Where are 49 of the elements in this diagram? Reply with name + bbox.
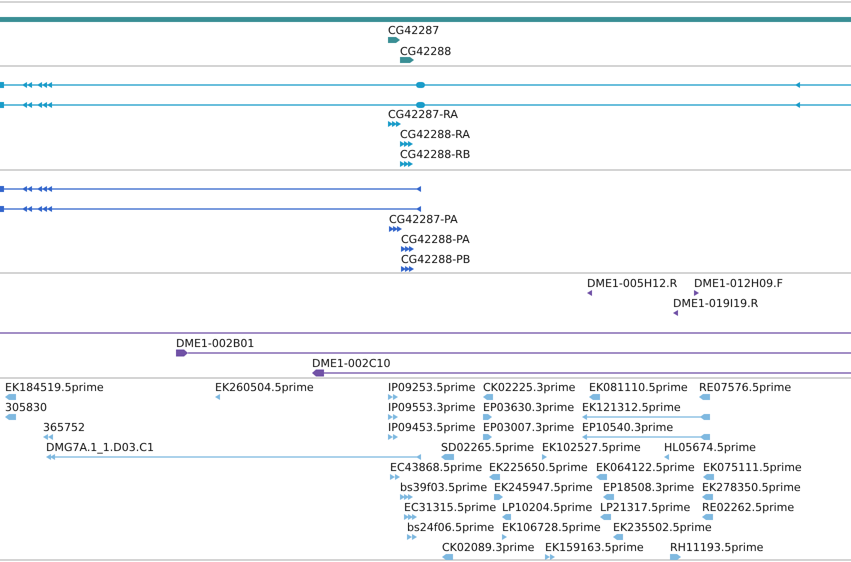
feature-label: EK081110.5prime — [589, 382, 688, 392]
feature-label: CG42287 — [388, 24, 440, 36]
feature-label: CG42288-RB — [400, 148, 470, 160]
feature-label: LP21317.5prime — [600, 502, 690, 512]
feature-label: CK02225.3prime — [483, 382, 576, 392]
feature-label: CK02089.3prime — [442, 542, 534, 552]
feature-label: bs39f03.5prime — [400, 482, 488, 492]
feature-label: IP09553.3prime — [388, 402, 476, 412]
feature-label: EK245947.5prime — [494, 482, 593, 492]
feature-label: EK235502.5prime — [613, 522, 712, 532]
feature-label: EP03007.3prime — [483, 422, 574, 432]
feature-label: EP03630.3prime — [483, 402, 574, 412]
feature-label: DME1-019I19.R — [673, 298, 758, 308]
feature-label: CG42288 — [400, 46, 452, 56]
feature-label: DME1-012H09.F — [694, 278, 783, 288]
feature-label: EK225650.5prime — [489, 462, 588, 472]
feature-label: RH11193.5prime — [670, 542, 764, 552]
feature-label: DME1-002B01 — [176, 338, 254, 348]
feature-label: EP18508.3prime — [603, 482, 694, 492]
feature-label: EK184519.5prime — [5, 382, 104, 392]
feature-label: CG42288-RA — [400, 128, 470, 140]
feature-label: EK106728.5prime — [502, 522, 601, 532]
feature-label: SD02265.5prime — [441, 442, 534, 452]
feature-label: 305830 — [5, 402, 47, 412]
feature-label: EK102527.5prime — [542, 442, 641, 452]
feature-label: EC43868.5prime — [390, 462, 482, 472]
feature-label: CG42288-PA — [401, 234, 470, 244]
feature-label: EK260504.5prime — [215, 382, 314, 392]
feature-label: CG42288-PB — [401, 254, 470, 264]
feature-label: DME1-002C10 — [312, 358, 391, 368]
feature-label: LP10204.5prime — [502, 502, 592, 512]
feature-label: EC31315.5prime — [404, 502, 496, 512]
feature-label: RE07576.5prime — [699, 382, 792, 392]
feature-label: EK159163.5prime — [545, 542, 644, 552]
feature-label: EK121312.5prime — [582, 402, 681, 412]
feature-label: EK064122.5prime — [596, 462, 695, 472]
feature-label: DME1-005H12.R — [587, 278, 678, 288]
feature-label: 365752 — [43, 422, 85, 432]
feature-label: IP09253.5prime — [388, 382, 476, 392]
feature-label: bs24f06.5prime — [407, 522, 494, 532]
feature-label: EK075111.5prime — [703, 462, 802, 472]
feature-label: DMG7A.1_1.D03.C1 — [46, 442, 154, 452]
feature-label: IP09453.5prime — [388, 422, 476, 432]
feature-label: EK278350.5prime — [702, 482, 801, 492]
feature-label: CG42287-RA — [388, 108, 458, 120]
feature-label: CG42287-PA — [389, 214, 458, 224]
feature-label: EP10540.3prime — [582, 422, 674, 432]
feature-label: RE02262.5prime — [702, 502, 794, 512]
feature-label: HL05674.5prime — [664, 442, 756, 452]
